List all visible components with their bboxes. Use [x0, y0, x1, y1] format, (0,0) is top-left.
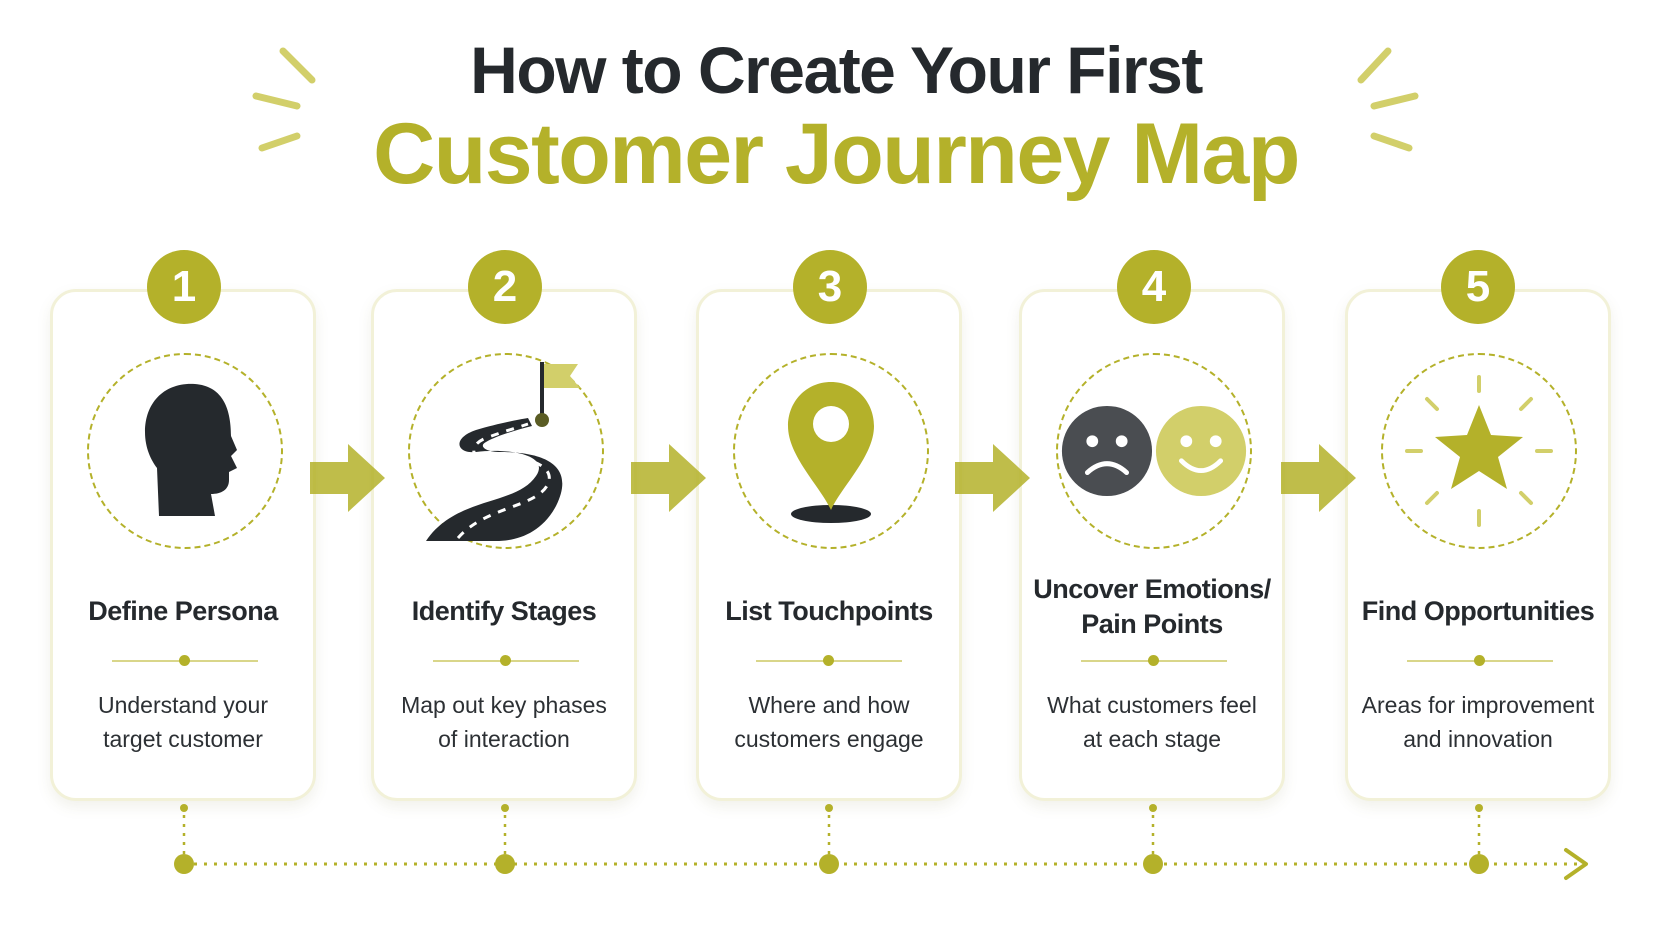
winding-road-flag-icon: [426, 362, 580, 541]
step-number-badge-1: 1: [147, 250, 221, 324]
sad-happy-faces-icon: [1061, 405, 1247, 497]
step-description-1: Understand your target customer: [97, 692, 269, 752]
icon-frame-5: [1381, 353, 1577, 549]
step-description-3: Where and how customers engage: [734, 692, 924, 752]
map-pin-icon: [788, 382, 874, 523]
shining-star-icon: [1405, 375, 1553, 527]
arrow-icon: [310, 444, 385, 512]
person-head-icon: [145, 383, 237, 516]
step-number-badge-2: 2: [468, 250, 542, 324]
title-line-1: How to Create Your First: [470, 33, 1203, 107]
divider-dot-2: [500, 655, 511, 666]
step-title-2: Identify Stages: [411, 596, 597, 626]
icon-frame-2: [408, 353, 604, 549]
arrow-icon: [631, 444, 706, 512]
step-number-badge-3: 3: [793, 250, 867, 324]
timeline-node-4: [1143, 854, 1163, 874]
step-number-badge-5: 5: [1441, 250, 1515, 324]
step-description-4: What customers feel at each stage: [1047, 692, 1257, 752]
arrow-icon: [1281, 444, 1356, 512]
timeline-arrowhead-icon: [1564, 848, 1588, 880]
timeline-node-3: [819, 854, 839, 874]
step-title-1: Define Persona: [88, 596, 278, 626]
timeline-node-1: [174, 854, 194, 874]
title-line-2: Customer Journey Map: [373, 106, 1300, 202]
step-description-5: Areas for improvement and innovation: [1361, 692, 1595, 752]
timeline-node-5: [1469, 854, 1489, 874]
divider-dot-4: [1148, 655, 1159, 666]
icon-frame-3: [733, 353, 929, 549]
divider-dot-3: [823, 655, 834, 666]
divider-dot-5: [1474, 655, 1485, 666]
step-title-5: Find Opportunities: [1361, 596, 1595, 626]
icon-frame-4: [1056, 353, 1252, 549]
step-description-2: Map out key phases of interaction: [401, 692, 607, 752]
step-title-3: List Touchpoints: [725, 596, 933, 626]
icon-frame-1: [87, 353, 283, 549]
page-title: How to Create Your First Customer Journe…: [0, 30, 1672, 202]
timeline-node-2: [495, 854, 515, 874]
arrow-icon: [955, 444, 1030, 512]
step-number-badge-4: 4: [1117, 250, 1191, 324]
step-title-4: Uncover Emotions/ Pain Points: [1033, 574, 1271, 639]
divider-dot-1: [179, 655, 190, 666]
